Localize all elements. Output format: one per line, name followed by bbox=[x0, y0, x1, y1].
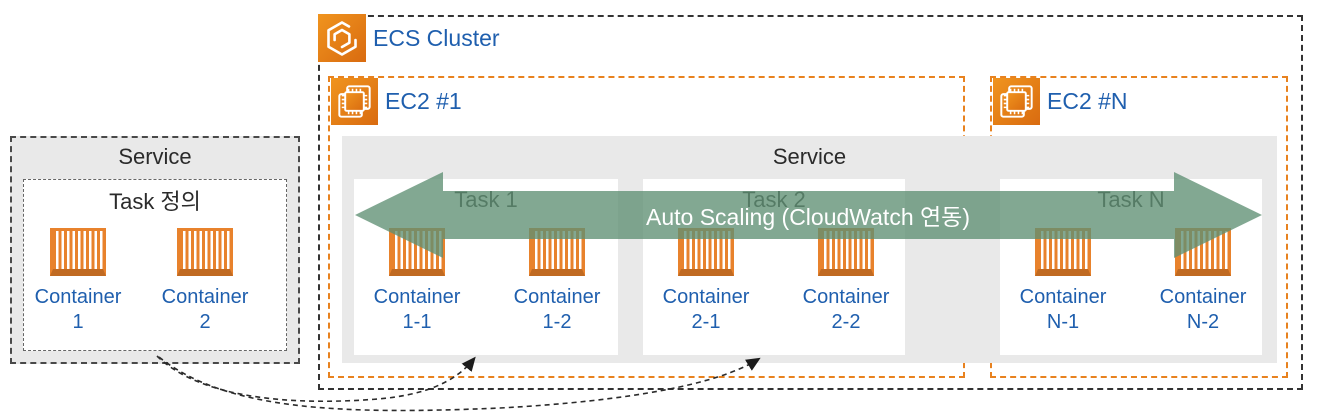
container-label-line1: Container bbox=[1019, 286, 1107, 308]
ec2-instance-n-header: EC2 #N bbox=[993, 78, 1128, 125]
task-2-box: Task 2 Container 2-1 Container 2-2 bbox=[643, 179, 905, 355]
container-label: Container N-2 bbox=[1143, 285, 1263, 335]
ec2-instance-1-header: EC2 #1 bbox=[331, 78, 462, 125]
container-label: Container 2-1 bbox=[646, 285, 766, 335]
ecs-cluster-header: ECS Cluster bbox=[318, 14, 500, 62]
container-figure: Container 1 bbox=[18, 228, 138, 335]
container-label-line2: 1 bbox=[72, 311, 84, 333]
service-definition-title: Service bbox=[118, 144, 192, 169]
container-label-line2: N-2 bbox=[1186, 311, 1220, 333]
container-label-line1: Container bbox=[802, 286, 890, 308]
task-1-title: Task 1 bbox=[454, 187, 518, 212]
container-icon bbox=[1035, 228, 1091, 276]
service-band-title: Service bbox=[772, 144, 847, 169]
container-label-line1: Container bbox=[161, 286, 249, 308]
container-label-line1: Container bbox=[513, 286, 601, 308]
container-label-line1: Container bbox=[373, 286, 461, 308]
container-label-line2: 2-1 bbox=[691, 311, 721, 333]
container-label: Container 1-2 bbox=[497, 285, 617, 335]
container-figure: Container 2-1 bbox=[646, 228, 766, 335]
ec2-instance-icon bbox=[331, 78, 378, 125]
task-1-box: Task 1 Container 1-1 Container 1-2 bbox=[354, 179, 618, 355]
container-label: Container 1 bbox=[18, 285, 138, 335]
task-2-title: Task 2 bbox=[742, 187, 806, 212]
task-definition-box: Task 정의 Container 1 Container 2 bbox=[23, 179, 287, 351]
container-icon bbox=[1175, 228, 1231, 276]
container-label: Container 1-1 bbox=[357, 285, 477, 335]
task-definition-title: Task 정의 bbox=[109, 189, 201, 214]
container-label-line2: 2 bbox=[199, 311, 211, 333]
container-label-line1: Container bbox=[34, 286, 122, 308]
container-icon bbox=[50, 228, 106, 276]
ec2-instance-icon bbox=[993, 78, 1040, 125]
container-icon bbox=[177, 228, 233, 276]
container-figure: Container N-2 bbox=[1143, 228, 1263, 335]
container-figure: Container 1-1 bbox=[357, 228, 477, 335]
container-icon bbox=[389, 228, 445, 276]
task-n-title: Task N bbox=[1097, 187, 1165, 212]
container-figure: Container 1-2 bbox=[497, 228, 617, 335]
task-n-box: Task N Container N-1 Container N-2 bbox=[1000, 179, 1262, 355]
container-label: Container 2-2 bbox=[786, 285, 906, 335]
ec2-instance-n-label: EC2 #N bbox=[1047, 88, 1128, 114]
container-icon bbox=[818, 228, 874, 276]
container-icon bbox=[529, 228, 585, 276]
container-label-line2: N-1 bbox=[1046, 311, 1080, 333]
container-figure: Container 2-2 bbox=[786, 228, 906, 335]
ecs-cluster-icon bbox=[318, 14, 366, 62]
container-label-line1: Container bbox=[1159, 286, 1247, 308]
ec2-instance-1-label: EC2 #1 bbox=[385, 88, 462, 114]
container-label-line2: 1-1 bbox=[402, 311, 432, 333]
service-definition-box: Service Task 정의 Container 1 Container 2 bbox=[10, 136, 300, 364]
container-label: Container 2 bbox=[145, 285, 265, 335]
container-label-line2: 2-2 bbox=[831, 311, 861, 333]
container-figure: Container N-1 bbox=[1003, 228, 1123, 335]
ecs-cluster-label: ECS Cluster bbox=[373, 24, 500, 51]
container-label-line1: Container bbox=[662, 286, 750, 308]
container-label-line2: 1-2 bbox=[542, 311, 572, 333]
container-figure: Container 2 bbox=[145, 228, 265, 335]
container-icon bbox=[678, 228, 734, 276]
container-label: Container N-1 bbox=[1003, 285, 1123, 335]
